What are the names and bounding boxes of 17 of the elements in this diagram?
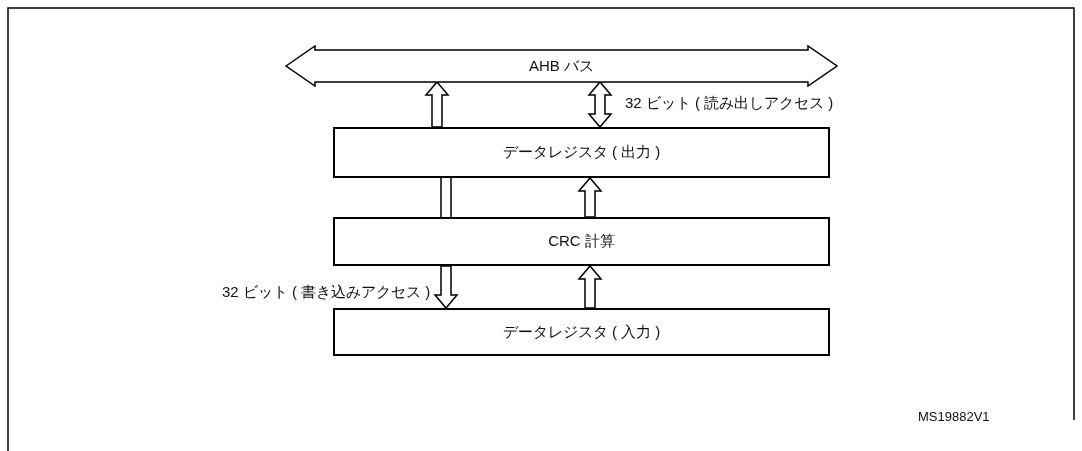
node-label: CRC 計算 bbox=[548, 232, 615, 251]
hollow-arrow bbox=[577, 176, 603, 218]
bus-arrow bbox=[285, 45, 838, 87]
hollow-arrow bbox=[433, 265, 459, 310]
figure-id: MS19882V1 bbox=[918, 409, 990, 424]
hollow-arrow bbox=[587, 80, 613, 129]
node-label: データレジスタ ( 入力 ) bbox=[502, 322, 661, 342]
node-label: データレジスタ ( 出力 ) bbox=[502, 143, 661, 162]
hollow-arrow bbox=[424, 80, 450, 128]
edge-label: 32 ビット ( 書き込みアクセス ) bbox=[222, 283, 431, 302]
node-label: AHB バス bbox=[529, 56, 594, 76]
process-box bbox=[333, 217, 830, 266]
register-box bbox=[333, 308, 830, 356]
register-box bbox=[333, 127, 830, 178]
edge-label: 32 ビット ( 読み出しアクセス ) bbox=[625, 94, 834, 113]
hollow-arrow bbox=[577, 264, 603, 309]
bus-connector bbox=[440, 177, 452, 218]
